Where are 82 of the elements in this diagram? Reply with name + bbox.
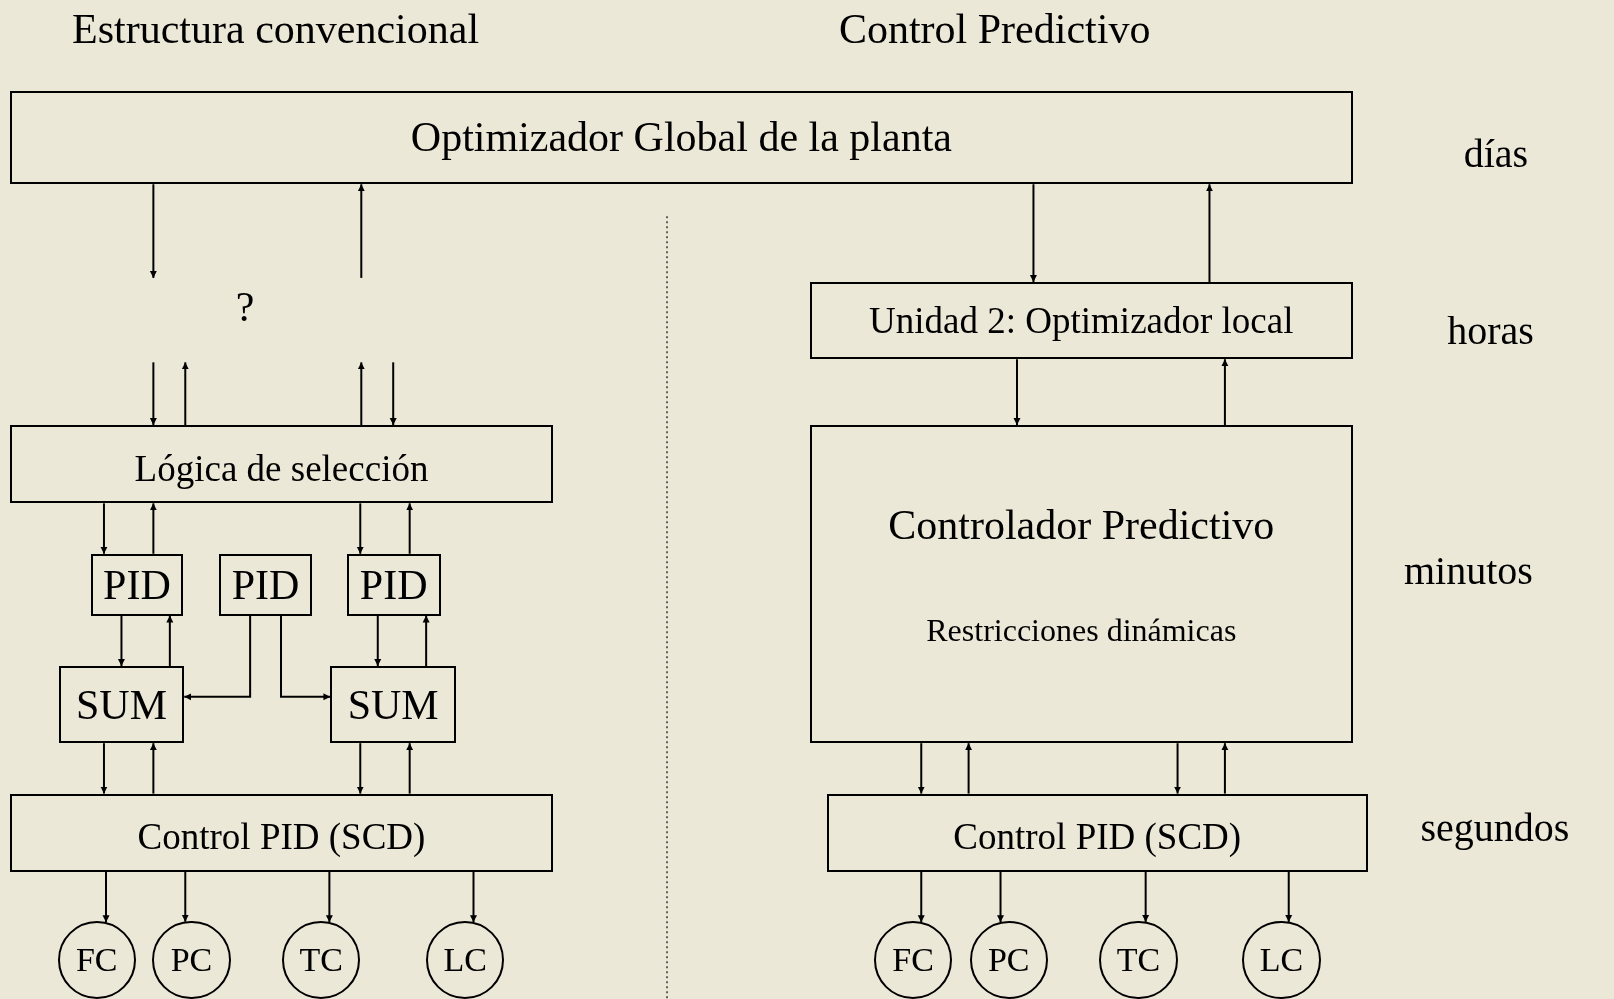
arrow <box>917 870 925 924</box>
arrow <box>149 742 157 795</box>
arrow <box>1029 183 1037 284</box>
arrow <box>1013 358 1021 427</box>
time-scale-label: minutos <box>1404 550 1533 591</box>
process-box <box>90 553 184 616</box>
arrow <box>356 742 364 795</box>
arrow <box>389 361 397 427</box>
arrow <box>166 614 174 667</box>
section-heading: Control Predictivo <box>838 8 1151 51</box>
time-scale-label: días <box>1463 133 1529 174</box>
arrow <box>181 361 189 427</box>
process-box <box>810 425 1353 744</box>
box-label: SUM <box>347 683 439 726</box>
box-label: Optimizador Global de la planta <box>410 116 952 159</box>
box-label: PC <box>987 943 1030 978</box>
box-label: SUM <box>75 683 167 726</box>
box-label: Controlador Predictivo <box>888 504 1275 547</box>
controller-circle <box>873 921 953 999</box>
time-scale-label: segundos <box>1420 808 1570 848</box>
arrow <box>280 614 332 701</box>
box-label: TC <box>299 943 343 978</box>
arrow <box>1174 742 1182 795</box>
arrow <box>1205 183 1213 284</box>
box-label: PID <box>231 563 300 606</box>
arrow <box>357 361 365 427</box>
arrow <box>149 502 157 555</box>
box-label: FC <box>75 943 118 978</box>
arrow <box>422 614 430 667</box>
process-box <box>219 553 312 616</box>
arrow <box>406 502 414 555</box>
box-label: TC <box>1116 943 1161 978</box>
arrow <box>1221 742 1229 795</box>
time-scale-label: horas <box>1447 310 1534 351</box>
arrow <box>374 614 382 667</box>
arrow <box>917 742 925 795</box>
arrow <box>997 870 1004 924</box>
arrow <box>183 614 252 701</box>
box-subtitle: Restricciones dinámicas <box>926 614 1237 647</box>
box-label: Control PID (SCD) <box>137 815 426 856</box>
box-label: LC <box>443 943 487 978</box>
process-box <box>826 793 1368 872</box>
box-label: Control PID (SCD) <box>953 815 1242 856</box>
box-label: Unidad 2: Optimizador local <box>869 302 1294 340</box>
arrow <box>1285 870 1293 923</box>
process-box <box>10 793 553 872</box>
arrow <box>100 502 108 555</box>
box-label: PC <box>170 943 213 978</box>
arrow <box>181 870 189 923</box>
box-label: FC <box>892 943 934 978</box>
box-label: LC <box>1259 943 1304 978</box>
controller-circle <box>57 921 136 999</box>
process-box <box>58 665 185 744</box>
process-box <box>10 425 553 504</box>
controller-circle <box>1242 921 1321 999</box>
arrow <box>325 870 333 924</box>
arrow <box>149 361 157 427</box>
arrow <box>406 742 414 795</box>
arrow <box>149 183 157 279</box>
process-box <box>330 665 456 744</box>
arrow <box>117 614 125 667</box>
arrow <box>100 742 108 795</box>
arrow <box>470 870 477 924</box>
arrow <box>102 870 110 924</box>
question-mark: ? <box>235 286 255 329</box>
arrow <box>965 742 973 795</box>
controller-circle <box>282 921 361 999</box>
section-heading: Estructura convencional <box>72 8 480 51</box>
controller-circle <box>426 921 505 999</box>
process-box <box>346 553 441 616</box>
arrow <box>1221 358 1229 427</box>
arrow <box>357 183 365 279</box>
controller-circle <box>1099 921 1178 999</box>
arrow <box>1142 870 1150 923</box>
arrow <box>356 502 364 555</box>
process-box <box>810 282 1353 360</box>
box-label: PID <box>359 563 428 606</box>
box-label: PID <box>103 563 171 606</box>
controller-circle <box>969 921 1048 999</box>
process-box <box>10 90 1353 185</box>
controller-circle <box>152 921 231 999</box>
box-label: Lógica de selección <box>134 446 429 487</box>
